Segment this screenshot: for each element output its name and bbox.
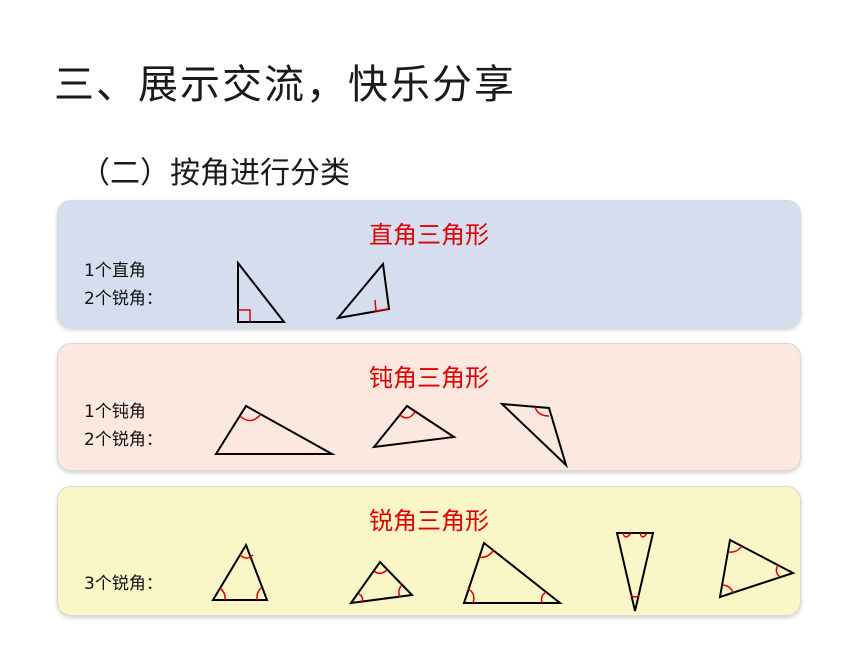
- slide-title: 三、展示交流，快乐分享: [54, 62, 516, 108]
- obtuse-triangle-panel: 钝角三角形 1个钝角 2个锐角：: [57, 343, 801, 471]
- obtuse-triangle-line1: 1个钝角: [84, 402, 146, 422]
- acute-triangle-shapes: [211, 532, 796, 612]
- right-triangle-desc: 1个直角 2个锐角：: [84, 257, 163, 313]
- obtuse-triangle-1: [214, 404, 336, 455]
- right-triangle-line2: 2个锐角：: [84, 289, 163, 309]
- right-triangle-2: [335, 261, 391, 320]
- acute-triangle-desc: 3个锐角：: [84, 570, 163, 598]
- acute-triangle-4: [615, 532, 655, 612]
- right-triangle-line1: 1个直角: [84, 261, 146, 281]
- right-triangle-title: 直角三角形: [369, 221, 489, 249]
- acute-triangle-5: [718, 538, 796, 599]
- slide-subtitle: （二）按角进行分类: [80, 156, 350, 191]
- right-triangle-panel: 直角三角形 1个直角 2个锐角：: [57, 200, 801, 328]
- obtuse-triangle-desc: 1个钝角 2个锐角：: [84, 398, 163, 454]
- acute-triangle-1: [211, 542, 269, 601]
- acute-triangle-line1: 3个锐角：: [84, 574, 163, 594]
- obtuse-triangle-title: 钝角三角形: [369, 364, 489, 392]
- obtuse-triangle-line2: 2个锐角：: [84, 430, 163, 450]
- obtuse-triangle-shapes: [214, 402, 569, 469]
- acute-triangle-3: [462, 541, 563, 604]
- acute-triangle-panel: 锐角三角形 3个锐角：: [57, 486, 801, 616]
- right-triangle-1: [237, 260, 287, 323]
- obtuse-triangle-2: [371, 404, 457, 449]
- obtuse-triangle-3: [499, 402, 569, 469]
- right-triangle-shapes: [237, 260, 391, 323]
- acute-triangle-title: 锐角三角形: [369, 507, 489, 535]
- acute-triangle-2: [348, 560, 415, 605]
